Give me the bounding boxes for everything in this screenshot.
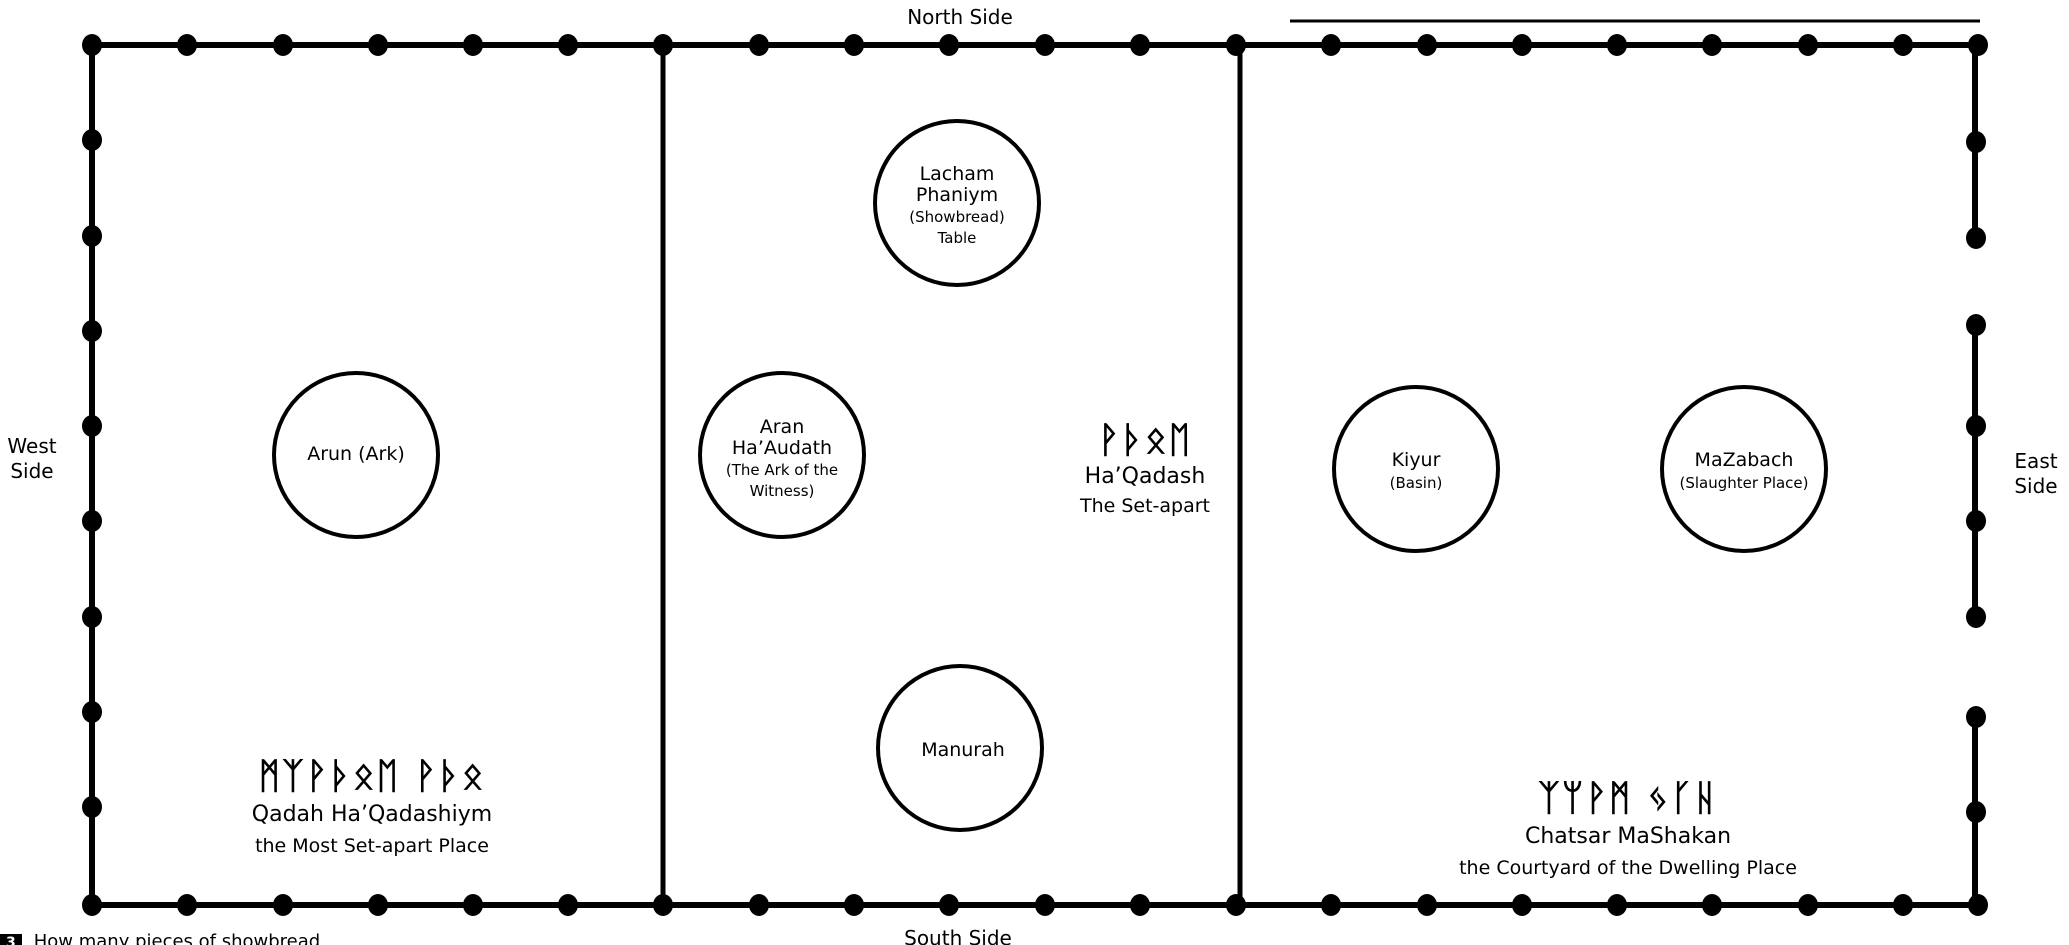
most-holy-name: Qadah Ha’Qadashiym [252,802,492,827]
menorah-circle [876,664,1044,832]
wall-post [558,34,578,56]
ark-of-witness-gloss-2: Witness) [750,482,815,500]
wall-post [463,34,483,56]
wall-posts [82,34,1988,916]
wall-post [368,34,388,56]
wall-post [1702,894,1722,916]
wall-post [844,34,864,56]
ark-label: Arun (Ark) [307,443,405,465]
most-holy-subtitle: the Most Set-apart Place [255,835,489,857]
wall-post [1512,894,1532,916]
wall-post [1512,34,1532,56]
most-holy-paleo-title: ᛗᛉᚹᚦᛟᛖ ᚹᚦᛟ [259,756,486,797]
basin-gloss: (Basin) [1390,474,1443,492]
wall-post [558,894,578,916]
east-side-label-line2: Side [2014,474,2057,498]
wall-post [1966,227,1986,249]
ark-of-witness-name: Aran [760,416,805,438]
altar-gloss: (Slaughter Place) [1679,474,1808,492]
showbread-table-gloss-2: Table [937,229,977,247]
east-side-label-line1: East [2014,449,2057,473]
showbread-table-gloss: (Showbread) [909,208,1004,226]
altar-circle [1660,385,1828,553]
wall-post [1417,34,1437,56]
basin-name: Kiyur [1392,449,1441,471]
wall-post [82,606,102,628]
wall-post [1966,606,1986,628]
wall-post [368,894,388,916]
wall-post [653,894,673,916]
wall-post [177,894,197,916]
wall-post [1893,34,1913,56]
wall-post [1893,894,1913,916]
basin-circle [1332,385,1500,553]
west-side-label-line2: Side [10,459,53,483]
wall-post [1966,510,1986,532]
wall-post [177,34,197,56]
showbread-table-name: Lacham [920,163,995,185]
wall-post [463,894,483,916]
wall-post [82,225,102,247]
courtyard-subtitle: the Courtyard of the Dwelling Place [1459,857,1797,879]
question-footer: 3 How many pieces of showbread [0,933,320,945]
wall-post [749,894,769,916]
question-number: 3 [0,934,22,945]
north-side-label: North Side [907,5,1013,29]
wall-post [1798,34,1818,56]
wall-post [1321,34,1341,56]
wall-post [82,510,102,532]
wall-post [1966,314,1986,336]
wall-post [1130,894,1150,916]
ark-of-witness-circle [698,371,866,539]
wall-post [1968,894,1988,916]
wall-post [273,894,293,916]
wall-post [82,701,102,723]
wall-post [82,894,102,916]
wall-post [844,894,864,916]
courtyard-name: Chatsar MaShakan [1525,824,1731,849]
showbread-table-name-2: Phaniym [916,184,998,206]
wall-post [1966,801,1986,823]
wall-post [1702,34,1722,56]
wall-post [1417,894,1437,916]
holy-paleo-title: ᚹᚦᛟᛖ [1098,420,1192,461]
wall-post [82,34,102,56]
menorah-label: Manurah [921,739,1005,761]
south-side-label: South Side [904,926,1012,945]
wall-post [939,894,959,916]
wall-post [1130,34,1150,56]
wall-post [82,415,102,437]
ark-of-witness-gloss: (The Ark of the [726,461,838,479]
wall-post [1321,894,1341,916]
wall-post [749,34,769,56]
wall-post [1798,894,1818,916]
altar-name: MaZabach [1695,449,1794,471]
wall-post [82,320,102,342]
wall-post [82,796,102,818]
question-text: How many pieces of showbread [33,933,321,945]
wall-post [82,129,102,151]
wall-post [1035,34,1055,56]
wall-post [1226,894,1246,916]
wall-post [273,34,293,56]
wall-post [1966,415,1986,437]
courtyard-paleo-title: ᛉᛘᚹᛗ ᛃᚴᚺ [1538,778,1718,819]
wall-post [1966,131,1986,153]
west-side-label-line1: West [7,434,56,458]
wall-post [1607,894,1627,916]
wall-post [1607,34,1627,56]
wall-post [1968,34,1988,56]
ark-circle [272,371,440,539]
wall-post [653,34,673,56]
holy-subtitle: The Set-apart [1079,495,1210,517]
wall-post [1226,34,1246,56]
holy-name: Ha’Qadash [1085,464,1206,489]
ark-of-witness-name-2: Ha’Audath [732,437,832,459]
wall-post [1966,706,1986,728]
wall-post [939,34,959,56]
showbread-table-circle [873,119,1041,287]
wall-post [1035,894,1055,916]
